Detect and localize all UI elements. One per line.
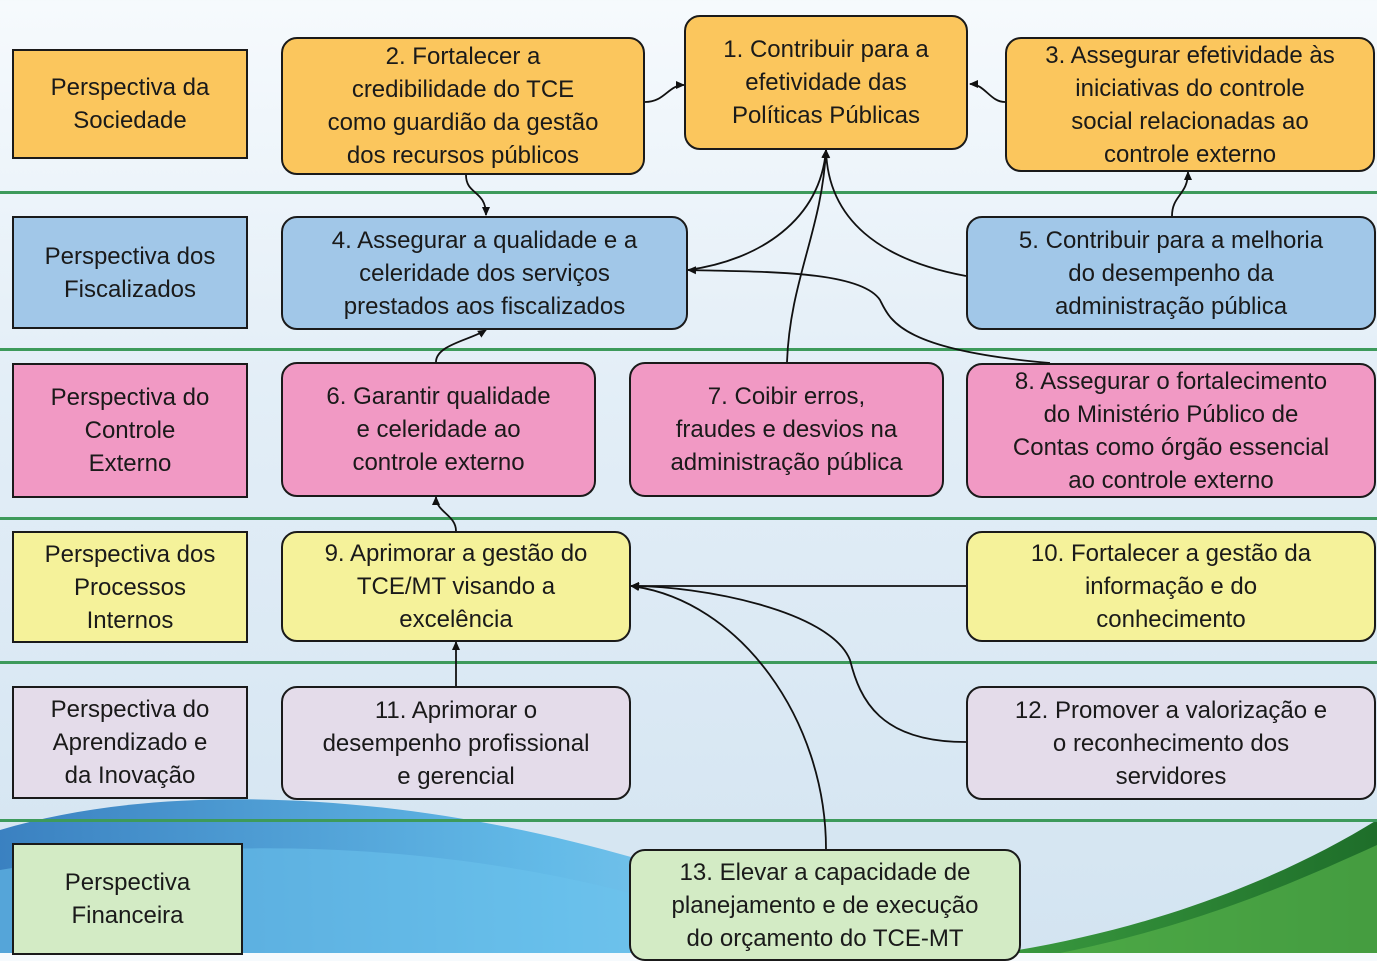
divider-line — [0, 348, 1377, 351]
perspective-label: Perspectiva dos Fiscalizados — [44, 242, 216, 303]
objective-label: 9. Aprimorar a gestão do TCE/MT visando … — [324, 540, 588, 633]
connector-2-to-4 — [465, 174, 490, 216]
objective-6: 6. Garantir qualidade e celeridade ao co… — [281, 362, 596, 497]
connector-7-to-1 — [786, 149, 830, 363]
objective-10: 10. Fortalecer a gestão da informação e … — [966, 531, 1376, 642]
objective-4: 4. Assegurar a qualidade e a celeridade … — [281, 216, 688, 330]
divider-line — [0, 517, 1377, 520]
objective-label: 13. Elevar a capacidade de planejamento … — [671, 858, 979, 952]
objective-9: 9. Aprimorar a gestão do TCE/MT visando … — [281, 531, 631, 642]
divider-line — [0, 819, 1377, 822]
objective-label: 8. Assegurar o fortalecimento do Ministé… — [1012, 367, 1330, 494]
objective-label: 1. Contribuir para a efetividade das Pol… — [723, 36, 929, 129]
perspective-label: Perspectiva do Aprendizado e da Inovação — [50, 696, 210, 789]
connector-5-to-3 — [1171, 171, 1192, 217]
perspective-label: Perspectiva da Sociedade — [50, 74, 210, 134]
perspective-label: Perspectiva do Controle Externo — [50, 384, 210, 477]
objective-7: 7. Coibir erros, fraudes e desvios na ad… — [629, 362, 944, 497]
perspective-label: Perspectiva dos Processos Internos — [44, 540, 216, 634]
objective-8: 8. Assegurar o fortalecimento do Ministé… — [966, 363, 1376, 498]
objective-label: 5. Contribuir para a melhoria do desempe… — [1018, 226, 1324, 320]
perspective-aprendizado-inovacao: Perspectiva do Aprendizado e da Inovação — [12, 686, 248, 799]
objective-11: 11. Aprimorar o desempenho profissional … — [281, 686, 631, 800]
perspective-financeira: Perspectiva Financeira — [12, 843, 243, 955]
divider-line — [0, 661, 1377, 664]
objective-13: 13. Elevar a capacidade de planejamento … — [629, 849, 1021, 961]
objective-label: 11. Aprimorar o desempenho profissional … — [322, 696, 590, 790]
perspective-controle-externo: Perspectiva do Controle Externo — [12, 363, 248, 498]
divider-line — [0, 191, 1377, 194]
objective-5: 5. Contribuir para a melhoria do desempe… — [966, 216, 1376, 330]
perspective-processos-internos: Perspectiva dos Processos Internos — [12, 531, 248, 643]
objective-label: 4. Assegurar a qualidade e a celeridade … — [331, 226, 638, 320]
connector-8-to-4 — [687, 266, 1051, 364]
connector-6-to-4 — [435, 329, 487, 363]
objective-12: 12. Promover a valorização e o reconheci… — [966, 686, 1376, 800]
perspective-sociedade: Perspectiva da Sociedade — [12, 49, 248, 159]
objective-1: 1. Contribuir para a efetividade das Pol… — [684, 15, 968, 150]
connector-12-to-9 — [630, 582, 967, 743]
objective-label: 10. Fortalecer a gestão da informação e … — [1030, 540, 1312, 633]
connector-9-to-6 — [432, 496, 457, 532]
perspective-fiscalizados: Perspectiva dos Fiscalizados — [12, 216, 248, 329]
connector-4-to-1 — [687, 149, 830, 271]
connector-13-to-9 — [630, 583, 827, 850]
objective-3: 3. Assegurar efetividade às iniciativas … — [1005, 37, 1375, 172]
objective-2: 2. Fortalecer a credibilidade do TCE com… — [281, 37, 645, 175]
objective-label: 2. Fortalecer a credibilidade do TCE com… — [327, 43, 599, 169]
connector-3-to-1 — [969, 80, 1006, 103]
perspective-label: Perspectiva Financeira — [64, 869, 191, 929]
objective-label: 6. Garantir qualidade e celeridade ao co… — [326, 383, 551, 476]
objective-label: 7. Coibir erros, fraudes e desvios na ad… — [670, 383, 903, 476]
connector-5-to-1 — [822, 149, 967, 277]
connector-2-to-1 — [644, 81, 685, 103]
objective-label: 3. Assegurar efetividade às iniciativas … — [1045, 41, 1335, 168]
objective-label: 12. Promover a valorização e o reconheci… — [1014, 696, 1328, 790]
